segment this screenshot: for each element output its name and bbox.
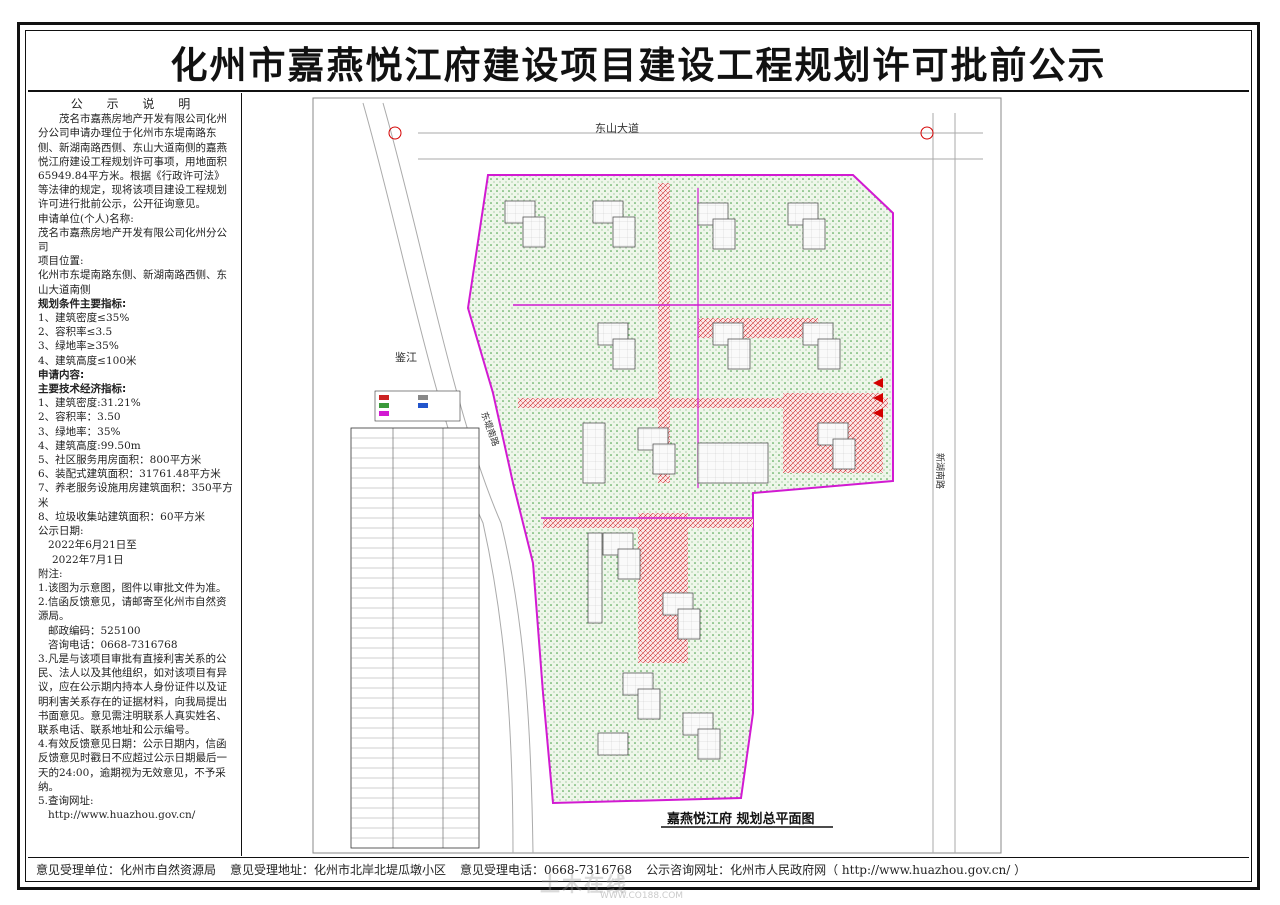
building bbox=[637, 688, 661, 720]
note-item: 2.信函反馈意见，请邮寄至化州市自然资源局。 bbox=[38, 596, 227, 623]
tech-item: 7、养老服务设施用房建筑面积：350平方米 bbox=[38, 482, 233, 509]
building bbox=[697, 728, 721, 760]
tech-item: 3、绿地率：35% bbox=[38, 425, 121, 438]
footer-bar: 意见受理单位：化州市自然资源局 意见受理地址：化州市北岸北堤瓜墩小区 意见受理电… bbox=[28, 857, 1249, 881]
applicant-name: 茂名市嘉燕房地产开发有限公司化州分公司 bbox=[38, 226, 227, 254]
location-label: 项目位置: bbox=[38, 255, 84, 268]
period-label: 公示日期: bbox=[38, 525, 84, 538]
tech-item: 4、建筑高度:99.50m bbox=[38, 439, 141, 452]
building bbox=[522, 216, 546, 248]
note-item: 1.该图为示意图，图件以审批文件为准。 bbox=[38, 581, 227, 594]
road-label-north: 东山大道 bbox=[595, 121, 639, 135]
road-label-east: 新湖南路 bbox=[934, 453, 946, 489]
site-plan-drawing: 东山大道 鉴江 东堤南路 新湖南路 嘉燕悦江府 规划总平面图 bbox=[312, 97, 1002, 854]
indicator-table-rows bbox=[351, 437, 479, 839]
building bbox=[587, 532, 603, 624]
apply-label: 申请内容: bbox=[38, 368, 85, 381]
road-line bbox=[382, 102, 534, 854]
note-item: 邮政编码：525100 bbox=[48, 624, 141, 637]
tech-item: 1、建筑密度:31.21% bbox=[38, 397, 141, 410]
location-text: 化州市东堤南路东侧、新湖南路西侧、东山大道南侧 bbox=[38, 269, 227, 296]
tech-item: 8、垃圾收集站建筑面积：60平方米 bbox=[38, 510, 206, 523]
legend-swatch bbox=[379, 403, 389, 408]
site-plan-area: 东山大道 鉴江 东堤南路 新湖南路 嘉燕悦江府 规划总平面图 bbox=[243, 93, 1249, 856]
watermark-sub: WWW.CO188.COM bbox=[600, 891, 684, 901]
entrance-marker-icon bbox=[873, 378, 883, 418]
internal-road bbox=[518, 398, 888, 408]
building-group bbox=[504, 200, 856, 760]
footer-site-link[interactable]: 公示咨询网址：化州市人民政府网（ http://www.huazhou.gov.… bbox=[646, 863, 1027, 877]
legend-swatch bbox=[379, 395, 389, 400]
building bbox=[677, 608, 701, 640]
road-line bbox=[362, 102, 514, 854]
site-boundary bbox=[466, 174, 894, 805]
note-item: 5.查询网址: bbox=[38, 794, 94, 807]
internal-road bbox=[638, 513, 688, 663]
inner-frame bbox=[25, 30, 1252, 882]
note-item: 3.凡是与该项目审批有直接利害关系的公民、法人以及其他组织，如对该项目有异议，应… bbox=[38, 652, 227, 736]
legend-swatch bbox=[379, 411, 389, 416]
applicant-label: 申请单位(个人)名称: bbox=[38, 212, 134, 225]
period-start: 2022年6月21日至 bbox=[48, 539, 137, 552]
north-marker-icon bbox=[920, 126, 934, 140]
building bbox=[817, 338, 841, 370]
notice-intro: 茂名市嘉燕房地产开发有限公司化州分公司申请办理位于化州市东堤南路东侧、新湖南路西… bbox=[38, 113, 227, 211]
footer-address: 意见受理地址：化州市北岸北堤瓜墩小区 bbox=[230, 863, 447, 877]
building bbox=[617, 548, 641, 580]
legend bbox=[374, 390, 461, 422]
legend-swatch bbox=[418, 403, 428, 408]
tech-item: 6、装配式建筑面积：31761.48平方米 bbox=[38, 468, 221, 481]
condition-item: 2、容积率≤3.5 bbox=[38, 326, 113, 339]
building bbox=[612, 338, 636, 370]
page-title: 化州市嘉燕悦江府建设项目建设工程规划许可批前公示 bbox=[28, 34, 1249, 92]
plan-caption: 嘉燕悦江府 规划总平面图 bbox=[666, 811, 815, 827]
building bbox=[727, 338, 751, 370]
notice-heading: 公 示 说 明 bbox=[70, 97, 201, 111]
query-url-link[interactable]: http://www.huazhou.gov.cn/ bbox=[48, 809, 196, 822]
building bbox=[697, 442, 769, 484]
drawing-frame bbox=[312, 97, 1002, 854]
building bbox=[612, 216, 636, 248]
legend-swatch bbox=[418, 395, 428, 400]
building bbox=[652, 443, 676, 475]
indicator-table bbox=[350, 427, 480, 849]
tech-label: 主要技术经济指标: bbox=[38, 383, 127, 396]
notes-label: 附注: bbox=[38, 567, 63, 580]
condition-item: 3、绿地率≥35% bbox=[38, 340, 119, 353]
conditions-label: 规划条件主要指标: bbox=[38, 297, 127, 310]
condition-item: 1、建筑密度≤35% bbox=[38, 312, 130, 325]
north-marker-icon bbox=[388, 126, 402, 140]
building bbox=[597, 732, 629, 756]
building bbox=[582, 422, 606, 484]
outer-frame bbox=[17, 22, 1260, 890]
tech-item: 2、容积率：3.50 bbox=[38, 411, 121, 424]
note-item: 咨询电话：0668-7316768 bbox=[48, 638, 178, 651]
watermark: 土木在线 bbox=[540, 872, 628, 896]
footer-unit: 意见受理单位：化州市自然资源局 bbox=[36, 863, 217, 877]
building bbox=[802, 218, 826, 250]
legend-frame bbox=[374, 390, 461, 422]
building bbox=[712, 218, 736, 250]
notice-panel: 公 示 说 明 茂名市嘉燕房地产开发有限公司化州分公司申请办理位于化州市东堤南路… bbox=[28, 93, 242, 856]
period-end: 2022年7月1日 bbox=[52, 553, 124, 566]
building bbox=[832, 438, 856, 470]
condition-item: 4、建筑高度≤100米 bbox=[38, 354, 137, 367]
note-item: 4.有效反馈意见日期：公示日期内，信函反馈意见时戳日不应超过公示日期最后一天的2… bbox=[38, 738, 227, 793]
tech-item: 5、社区服务用房面积：800平方米 bbox=[38, 454, 202, 467]
river-label: 鉴江 bbox=[395, 351, 417, 364]
footer-phone: 意见受理电话：0668-7316768 bbox=[460, 863, 633, 877]
